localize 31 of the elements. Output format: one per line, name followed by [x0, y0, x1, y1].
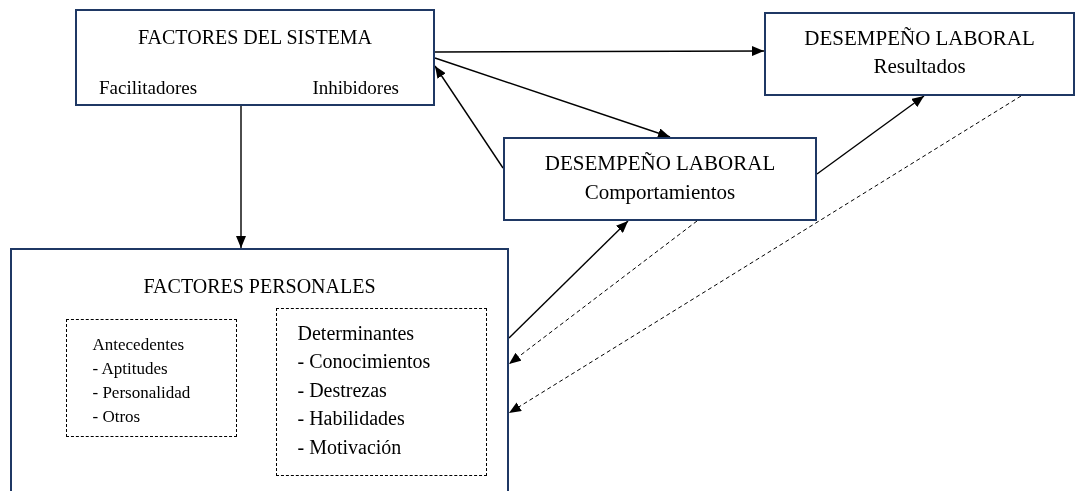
process-box	[503, 137, 817, 221]
process-box	[764, 12, 1075, 96]
arrow	[434, 65, 504, 169]
list-box	[275, 307, 487, 476]
node-title: DESEMPEÑO LABORAL	[803, 26, 1036, 52]
list-box	[65, 318, 237, 437]
process-box	[75, 9, 435, 106]
arrow	[434, 57, 671, 138]
list-item: - Motivación	[297, 434, 402, 460]
list-heading: Determinantes	[297, 320, 415, 346]
node-title: FACTORES PERSONALES	[142, 274, 377, 298]
node-label: Comportamientos	[583, 180, 737, 206]
list-item: - Conocimientos	[297, 349, 431, 374]
group-box	[10, 248, 509, 491]
node-label: Resultados	[872, 54, 967, 80]
node-label: Inhibidores	[312, 77, 399, 100]
arrow	[508, 220, 698, 365]
list-item: - Otros	[92, 405, 141, 428]
node-label: Facilitadores	[99, 77, 198, 100]
list-item: - Personalidad	[92, 381, 191, 404]
list-heading: Antecedentes	[92, 333, 185, 356]
arrow	[434, 46, 765, 57]
list-item: - Habilidades	[297, 406, 405, 431]
arrow	[236, 105, 246, 249]
arrow	[816, 95, 925, 175]
list-item: - Aptitudes	[92, 357, 168, 380]
node-title: FACTORES DEL SISTEMA	[136, 25, 374, 49]
node-title: DESEMPEÑO LABORAL	[543, 151, 777, 177]
arrow	[508, 220, 629, 339]
arrow	[508, 95, 1022, 414]
list-item: - Destrezas	[297, 377, 387, 403]
